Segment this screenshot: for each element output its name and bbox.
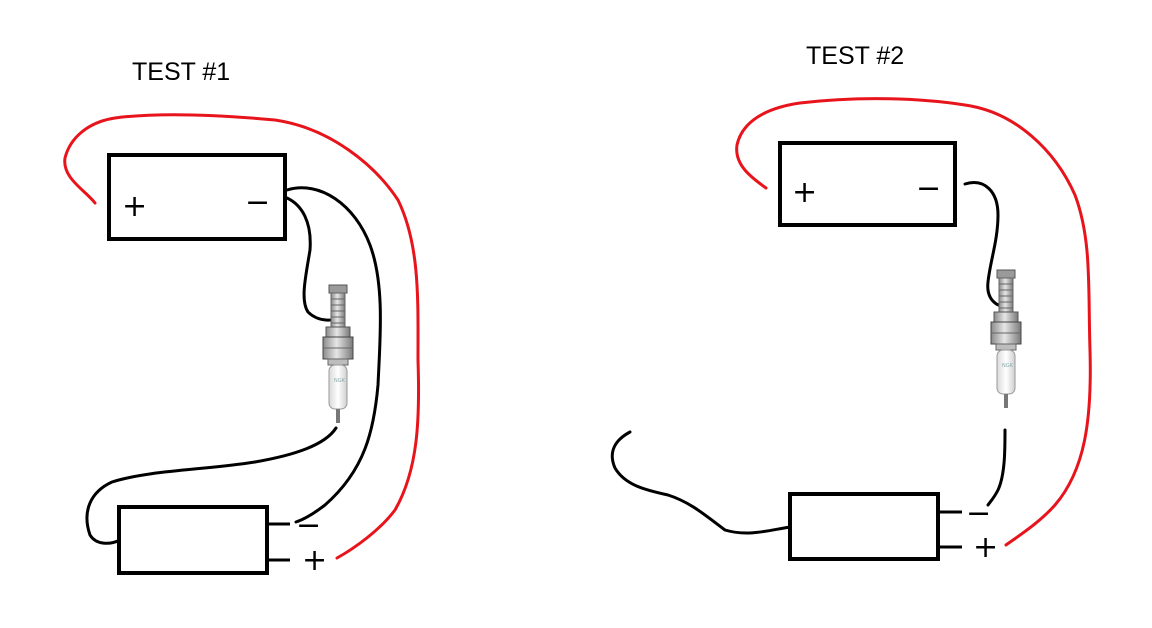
test2-top-battery bbox=[778, 141, 957, 227]
test1-wire-minus-to-plug bbox=[285, 196, 343, 322]
test1-bottom-minus: − bbox=[296, 508, 321, 543]
test1-top-minus: − bbox=[245, 185, 270, 220]
test1-bottom-plus: + bbox=[302, 543, 327, 578]
test2-red-wire bbox=[735, 97, 1092, 547]
test2-title: TEST #2 bbox=[806, 42, 904, 70]
test2-bottom-plus: + bbox=[973, 530, 998, 565]
test2-top-plus: + bbox=[792, 175, 817, 210]
test1-top-battery bbox=[107, 153, 287, 241]
test2-diagram: TEST #2 + − − + bbox=[610, 42, 1092, 565]
test1-wire-minus-to-bottom bbox=[285, 186, 382, 524]
spark-plug-icon bbox=[322, 284, 354, 424]
test1-top-plus: + bbox=[122, 189, 147, 224]
test2-top-minus: − bbox=[916, 171, 941, 206]
test1-bottom-battery bbox=[117, 505, 269, 575]
test2-wire-loose-end bbox=[610, 430, 792, 535]
test2-wire-plug-to-bottom bbox=[986, 428, 1007, 507]
test2-bottom-minus: − bbox=[966, 496, 991, 531]
test1-diagram: TEST #1 + − − + bbox=[63, 58, 421, 578]
test1-red-wire bbox=[63, 113, 421, 560]
test2-wire-minus-to-plug bbox=[963, 181, 1014, 308]
test1-title: TEST #1 bbox=[132, 58, 230, 86]
test1-wire-plug-to-bottom bbox=[85, 426, 338, 545]
spark-plug-icon bbox=[990, 269, 1022, 409]
test2-bottom-battery bbox=[788, 492, 940, 561]
